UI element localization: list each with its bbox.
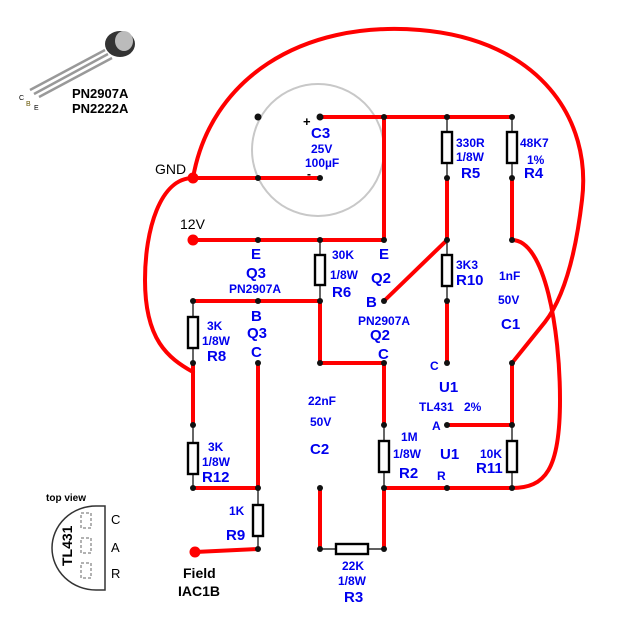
12v-label: 12V: [180, 216, 206, 232]
c2-value: 22nF: [308, 394, 336, 408]
c1-name: C1: [501, 316, 520, 333]
r2-name: R2: [399, 465, 418, 482]
q3-part: PN2907A: [229, 282, 281, 296]
r6-name: R6: [332, 284, 351, 301]
r10-resistor: [440, 253, 454, 288]
q2-name: Q2: [371, 270, 391, 287]
r8-power: 1/8W: [202, 334, 231, 348]
u1-name: U1: [439, 379, 458, 396]
c3-value: 100µF: [305, 156, 339, 170]
q2-name-2: Q2: [370, 327, 390, 344]
c2-voltage: 50V: [310, 415, 331, 429]
tl431-pin-pads: [80, 512, 92, 579]
r4-tol: 1%: [527, 153, 545, 167]
r10-value: 3K3: [456, 258, 478, 272]
12v-terminal[interactable]: [187, 234, 199, 246]
nodes: [190, 113, 515, 552]
u1-c: C: [430, 359, 439, 373]
r6-power: 1/8W: [330, 268, 359, 282]
q2-b: B: [366, 294, 377, 311]
r5-name: R5: [461, 165, 480, 182]
field-label: Field: [183, 565, 216, 581]
r8-resistor: [186, 315, 200, 350]
r2-resistor: [377, 439, 391, 474]
tl431-package-outline: [51, 505, 106, 591]
r11-resistor: [505, 439, 519, 474]
r3-power: 1/8W: [338, 574, 367, 588]
u1-name-2: U1: [440, 446, 459, 463]
q2-e: E: [379, 246, 389, 263]
r4-resistor: [505, 130, 519, 165]
c3-minus: -: [307, 167, 311, 181]
q3-b: B: [251, 308, 262, 325]
tl431-pin-r: R: [111, 566, 120, 581]
r12-value: 3K: [208, 440, 224, 454]
gnd-terminal[interactable]: [187, 172, 199, 184]
transistor-package-illustration: [29, 31, 135, 99]
r12-resistor: [186, 441, 200, 476]
r5-value: 330R: [456, 136, 485, 150]
r2-power: 1/8W: [393, 447, 422, 461]
r12-power: 1/8W: [202, 455, 231, 469]
q3-e: E: [251, 246, 261, 263]
r10-name: R10: [456, 272, 484, 289]
u1-a: A: [432, 419, 441, 433]
u1-tol: 2%: [464, 400, 482, 414]
q3-name-2: Q3: [247, 325, 267, 342]
c3-name: C3: [311, 125, 330, 142]
r3-resistor: [334, 542, 370, 556]
pin-label-c: C: [19, 95, 24, 102]
gnd-label: GND: [155, 161, 186, 177]
r8-name: R8: [207, 348, 226, 365]
field-label-2: IAC1B: [178, 583, 220, 599]
r11-name: R11: [476, 460, 503, 477]
c1-value: 1nF: [499, 269, 520, 283]
part-label: PN2907A: [72, 86, 129, 101]
q2-c: C: [378, 346, 389, 363]
r2-value: 1M: [401, 430, 418, 444]
u1-r: R: [437, 469, 446, 483]
r5-resistor: [440, 130, 454, 165]
part-label: PN2222A: [72, 101, 129, 116]
q2-part: PN2907A: [358, 314, 410, 328]
resistors: [186, 117, 519, 556]
c2-name: C2: [310, 441, 329, 458]
tl431-part-label: TL431: [59, 525, 75, 566]
tl431-pin-a: A: [111, 540, 120, 555]
r3-value: 22K: [342, 559, 364, 573]
pin-label-b: B: [26, 101, 31, 108]
r4-value: 48K7: [520, 136, 549, 150]
field-terminal[interactable]: [189, 546, 201, 558]
q3-name: Q3: [246, 265, 266, 282]
r12-name: R12: [202, 469, 230, 486]
c1-voltage: 50V: [498, 293, 519, 307]
r6-value: 30K: [332, 248, 354, 262]
r6-resistor: [313, 253, 327, 287]
tl431-pin-c: C: [111, 512, 120, 527]
r9-resistor: [251, 503, 265, 538]
q3-c: C: [251, 344, 262, 361]
tl431-view-title: top view: [46, 493, 86, 504]
c3-plus: +: [303, 114, 311, 129]
r9-value: 1K: [229, 504, 245, 518]
r8-value: 3K: [207, 319, 223, 333]
u1-part: TL431: [419, 400, 454, 414]
c3-voltage: 25V: [311, 142, 332, 156]
pin-label-e: E: [34, 105, 39, 112]
r5-power: 1/8W: [456, 150, 485, 164]
r3-name: R3: [344, 589, 363, 606]
r4-name: R4: [524, 165, 544, 182]
r11-value: 10K: [480, 447, 502, 461]
r9-name: R9: [226, 527, 245, 544]
